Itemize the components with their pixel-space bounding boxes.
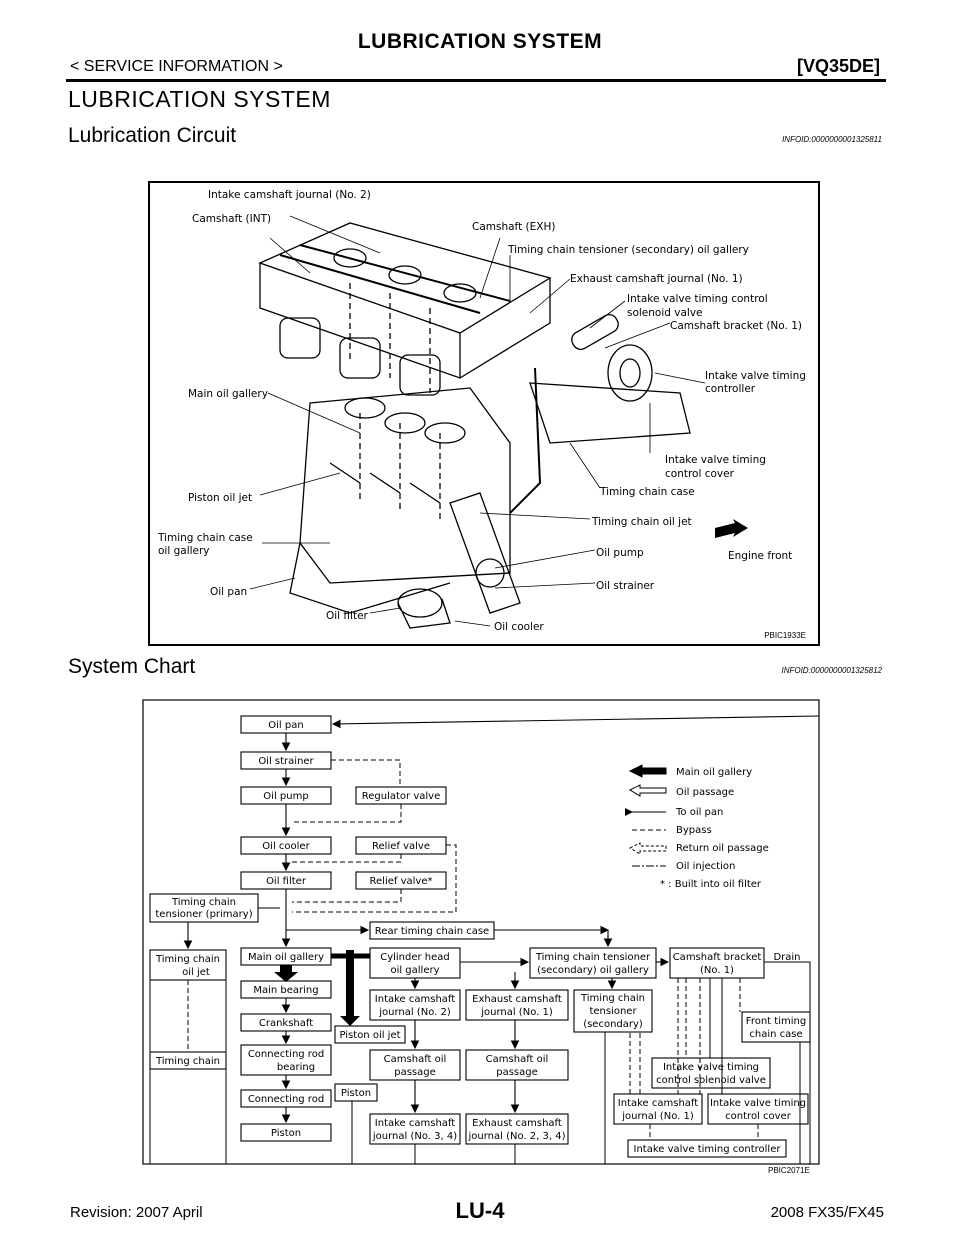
legend-return-symbol (630, 843, 666, 854)
text-oil-cooler: Oil cooler (262, 841, 310, 852)
text-front-tcc-1: Front timing (746, 1016, 806, 1027)
text-int-cam-j34-2: journal (No. 3, 4) (372, 1131, 457, 1142)
vehicle-model: 2008 FX35/FX45 (771, 1204, 884, 1221)
text-cam-oil-exh-2: passage (496, 1067, 538, 1078)
text-exh-cam-j1-2: journal (No. 1) (480, 1007, 553, 1018)
text-oil-pump: Oil pump (263, 791, 308, 802)
text-exh-cam-j234-1: Exhaust camshaft (472, 1118, 562, 1129)
text-int-cam-j1-2: journal (No. 1) (621, 1111, 694, 1122)
text-tct-primary-1: Timing chain (171, 897, 236, 908)
text-ivt-cover-2: control cover (725, 1111, 792, 1122)
text-regulator-valve: Regulator valve (362, 791, 440, 802)
piston-oil-jet-arrow (340, 950, 360, 1026)
legend-to-oil-pan: To oil pan (675, 807, 723, 818)
text-connecting-rod: Connecting rod (248, 1094, 324, 1105)
text-conrod-bearing-1: Connecting rod (248, 1049, 324, 1060)
text-ivt-cover-1: Intake valve timing (710, 1098, 806, 1109)
text-cam-oil-int-1: Camshaft oil (384, 1054, 447, 1065)
text-relief-valve: Relief valve (372, 841, 430, 852)
text-oil-strainer: Oil strainer (258, 756, 314, 767)
text-exh-cam-j234-2: journal (No. 2, 3, 4) (468, 1131, 566, 1142)
text-piston-a: Piston (341, 1088, 371, 1099)
legend-oil-injection: Oil injection (676, 861, 735, 872)
text-oil-filter: Oil filter (266, 876, 307, 887)
text-ivt-controller: Intake valve timing controller (634, 1144, 782, 1155)
text-cam-oil-exh-1: Camshaft oil (486, 1054, 549, 1065)
text-main-oil-gallery: Main oil gallery (248, 952, 324, 963)
text-tct-primary-2: tensioner (primary) (155, 909, 252, 920)
text-ivtc-solenoid-1: Intake valve timing (663, 1062, 759, 1073)
text-piston-b: Piston (271, 1128, 301, 1139)
text-front-tcc-2: chain case (749, 1029, 802, 1040)
text-drain: Drain (773, 952, 800, 963)
text-oil-pan: Oil pan (268, 720, 303, 731)
text-main-bearing: Main bearing (253, 985, 318, 996)
legend-main-oil-gallery: Main oil gallery (676, 767, 752, 778)
text-tc-oil-jet-1: Timing chain (155, 954, 220, 965)
text-int-cam-j2-1: Intake camshaft (375, 994, 455, 1005)
text-cyl-head-2: oil gallery (390, 965, 439, 976)
text-conrod-bearing-2: bearing (277, 1062, 315, 1073)
text-tct-sec-gal-1: Timing chain tensioner (535, 952, 651, 963)
legend-return-oil-passage: Return oil passage (676, 843, 769, 854)
text-tct-sec-gal-2: (secondary) oil gallery (537, 965, 649, 976)
text-cyl-head-1: Cylinder head (380, 952, 450, 963)
legend-note: * : Built into oil filter (660, 879, 762, 890)
text-timing-chain: Timing chain (155, 1056, 220, 1067)
text-tct-sec-3: (secondary) (583, 1019, 643, 1030)
legend-oil-passage-symbol (630, 785, 666, 796)
text-cam-bracket-2: (No. 1) (700, 965, 734, 976)
legend-bypass: Bypass (676, 825, 712, 836)
text-tc-oil-jet-2: oil jet (182, 967, 210, 978)
text-int-cam-j1-1: Intake camshaft (618, 1098, 698, 1109)
text-ivtc-solenoid-2: control solenoid valve (656, 1075, 766, 1086)
legend-oil-passage: Oil passage (676, 787, 734, 798)
text-int-cam-j34-1: Intake camshaft (375, 1118, 455, 1129)
text-tct-sec-1: Timing chain (580, 993, 645, 1004)
main-oil-gallery-arrow (274, 965, 298, 982)
text-exh-cam-j1-1: Exhaust camshaft (472, 994, 562, 1005)
text-piston-oil-jet: Piston oil jet (339, 1030, 400, 1041)
text-rear-tcc: Rear timing chain case (375, 926, 489, 937)
text-cam-bracket-1: Camshaft bracket (673, 952, 762, 963)
chart-figure-code: PBIC2071E (768, 1166, 810, 1175)
text-relief-valve-star: Relief valve* (370, 876, 433, 887)
text-tct-sec-2: tensioner (589, 1006, 637, 1017)
text-int-cam-j2-2: journal (No. 2) (378, 1007, 451, 1018)
text-cam-oil-int-2: passage (394, 1067, 436, 1078)
text-crankshaft: Crankshaft (259, 1018, 313, 1029)
legend-main-gallery-symbol (630, 765, 666, 777)
